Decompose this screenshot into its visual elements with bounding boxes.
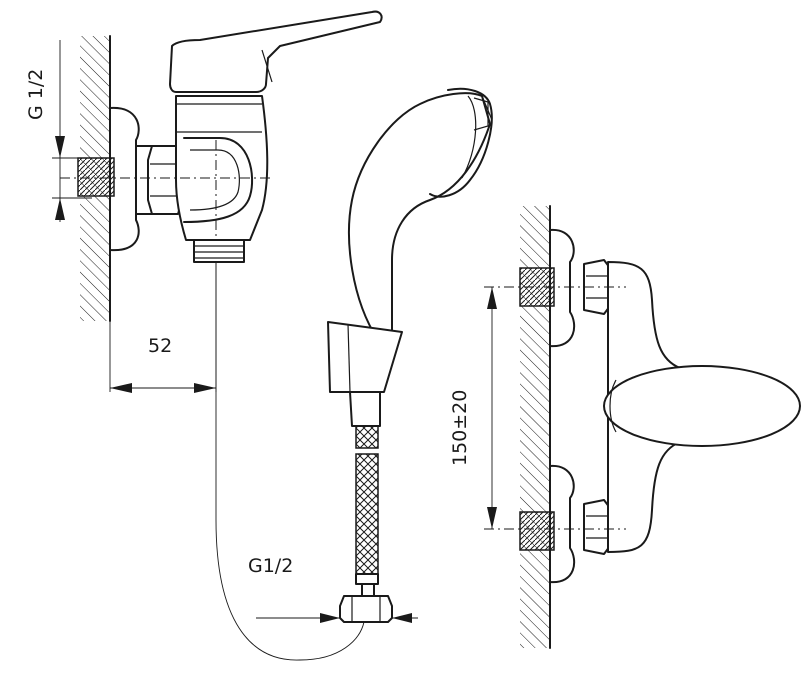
inlet-thread	[77, 157, 115, 197]
hand-shower: G1/2	[248, 87, 493, 623]
arrow-up	[55, 198, 65, 220]
braided-hose	[355, 453, 379, 575]
front-view: 150±20	[449, 205, 801, 649]
lower-nut	[583, 499, 611, 555]
lever-oval	[603, 365, 801, 447]
lever-handle	[169, 10, 383, 93]
spacing-label: 150±20	[449, 390, 471, 466]
outlet-nut	[193, 239, 245, 263]
spout-curve	[183, 137, 254, 223]
shower-handle	[348, 92, 491, 341]
upper-rosette	[549, 228, 576, 348]
side-view: G 1/2 52	[25, 10, 383, 661]
lower-inlet-thread	[519, 511, 555, 551]
hose-outline	[215, 262, 365, 661]
lower-rosette	[549, 464, 576, 584]
arrow-down	[55, 136, 65, 158]
thread-label-wall: G 1/2	[25, 69, 47, 120]
shower-holder	[327, 321, 403, 393]
handle-connector	[349, 391, 381, 427]
hose-nut	[339, 595, 393, 623]
thread-label-hose: G1/2	[248, 555, 293, 577]
offset-label: 52	[148, 335, 172, 357]
